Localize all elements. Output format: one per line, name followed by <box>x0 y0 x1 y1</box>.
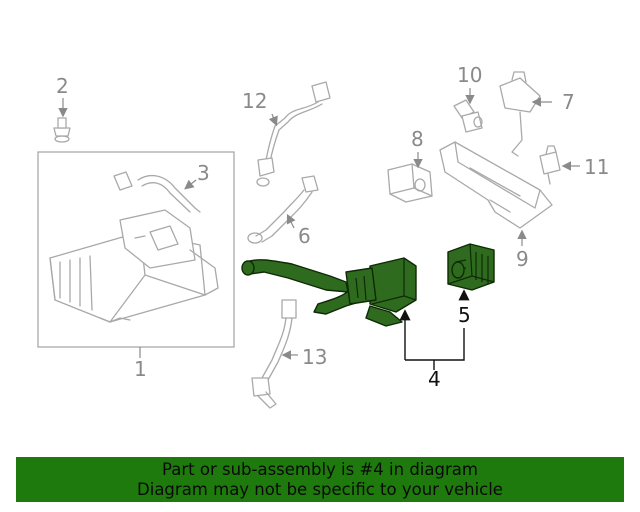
callout-12: 12 <box>242 89 267 113</box>
callout-10: 10 <box>457 63 482 87</box>
part-4-valve-body <box>369 257 417 313</box>
part-2-clip <box>53 117 71 143</box>
callout-labels: 1 2 3 4 5 6 7 8 9 10 11 12 13 <box>56 63 609 391</box>
part-8-solenoid <box>387 163 433 203</box>
banner-line-1: Part or sub-assembly is #4 in diagram <box>162 459 478 479</box>
callout-6: 6 <box>298 224 311 248</box>
callout-4: 4 <box>428 367 441 391</box>
banner-line-2: Diagram may not be specific to your vehi… <box>137 479 503 499</box>
callout-11: 11 <box>584 155 609 179</box>
canister-box-outline <box>37 151 235 348</box>
part-3-hose <box>113 171 201 213</box>
leader-lines <box>58 88 580 360</box>
callout-2: 2 <box>56 74 69 98</box>
callout-5: 5 <box>458 303 471 327</box>
callout-3: 3 <box>197 161 210 185</box>
canister-drawing <box>49 209 219 323</box>
callout-7: 7 <box>562 90 575 114</box>
part-13-sensor <box>251 299 297 409</box>
part-1-canister-group <box>37 151 235 348</box>
leader-lines-highlight <box>399 289 470 370</box>
part-9-bracket <box>439 141 553 229</box>
part-11-connector <box>539 145 561 185</box>
info-banner: Part or sub-assembly is #4 in diagram Di… <box>16 457 624 502</box>
part-4-hose <box>245 259 349 293</box>
part-10-valve <box>453 99 483 133</box>
parts-diagram: 1 2 3 4 5 6 7 8 9 10 11 12 13 <box>37 63 609 409</box>
part-5-filter <box>447 243 495 291</box>
part-7-valve <box>499 71 541 157</box>
part-12-sensor <box>256 81 331 187</box>
callout-9: 9 <box>516 247 529 271</box>
callout-8: 8 <box>411 127 424 151</box>
callout-13: 13 <box>302 345 327 369</box>
callout-1: 1 <box>134 357 147 381</box>
part-4-highlighted-assembly <box>241 257 417 327</box>
part-4-valve-port <box>345 267 377 305</box>
